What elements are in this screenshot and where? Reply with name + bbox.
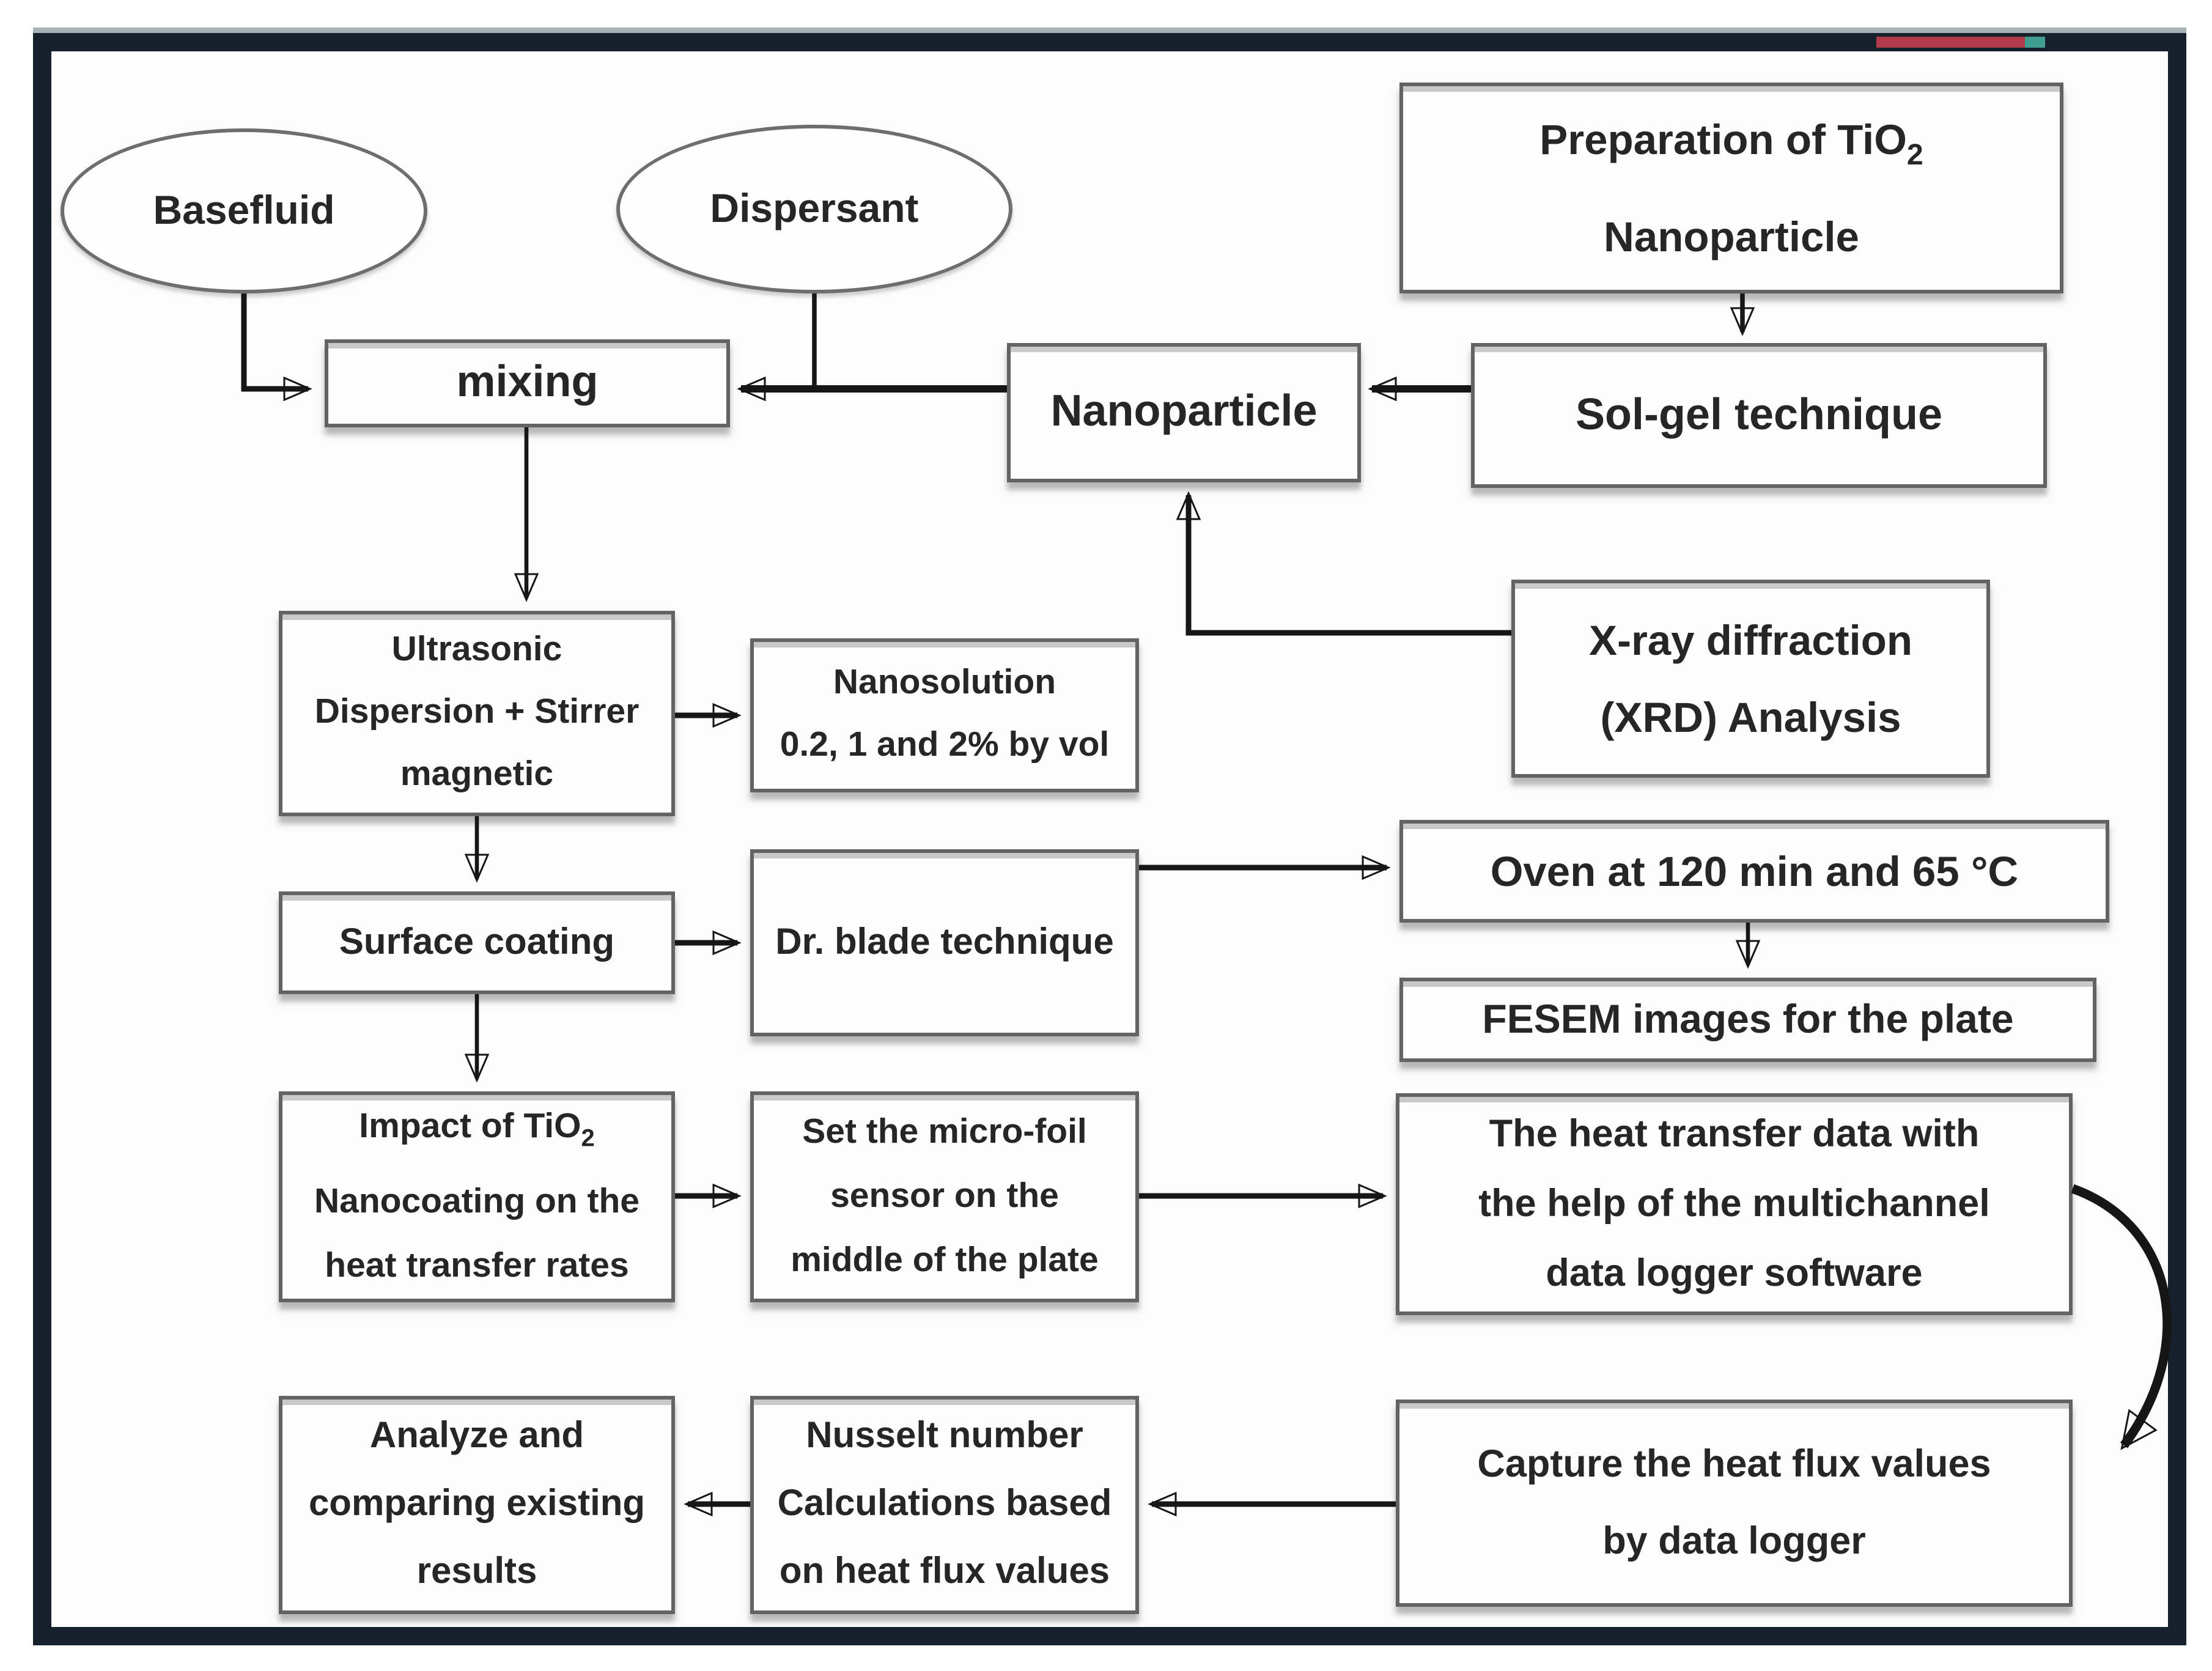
node-label-line: X-ray diffraction [1588,616,1913,664]
node-label-line: results [416,1552,537,1592]
basefluid-ellipse-node: Basefluid [61,128,427,293]
node-label: Preparation of TiO2 Nanoparticle [1403,100,2060,277]
node-label: Analyze and comparing existing results [282,1403,671,1607]
node-label-line: Preparation of TiO2 [1539,116,1923,172]
node-label-line: The heat transfer data with [1489,1112,1980,1155]
node-label-line: 0.2, 1 and 2% by vol [780,726,1110,765]
node-label-line: Nusselt number [806,1416,1083,1456]
node-label-line: sensor on the [830,1178,1059,1216]
node-label: Set the micro-foil sensor on the middle … [754,1101,1135,1293]
ultrasonic-dispersion-node: Ultrasonic Dispersion + Stirrer magnetic [279,611,675,816]
node-label-line: Dispersion + Stirrer [314,693,640,732]
node-label-line: Impact of TiO2 [359,1108,595,1152]
dispersant-ellipse-node: Dispersant [616,125,1012,293]
impact-of-tio2-node: Impact of TiO2 Nanocoating on the heat t… [279,1091,675,1302]
node-label: FESEM images for the plate [1482,996,2014,1042]
node-label: Nusselt number Calculations based on hea… [754,1403,1135,1607]
node-label-line: Calculations based [777,1484,1112,1524]
node-label: Dispersant [710,185,919,231]
node-label: Surface coating [339,921,615,962]
nusselt-calculations-node: Nusselt number Calculations based on hea… [750,1396,1139,1614]
node-label: Ultrasonic Dispersion + Stirrer magnetic [282,620,671,807]
node-label-line: the help of the multichannel [1478,1182,1990,1225]
top-border-teal-accent [2025,37,2045,48]
node-label-line: magnetic [400,756,554,794]
node-label-line: (XRD) Analysis [1600,693,1901,741]
capture-heat-flux-node: Capture the heat flux values by data log… [1396,1400,2073,1607]
subscript-2: 2 [1906,139,1923,172]
node-label: Nanoparticle [1050,387,1318,437]
dr-blade-technique-node: Dr. blade technique [750,849,1139,1036]
node-label-line: Ultrasonic [391,631,562,670]
node-label-line: Nanosolution [833,664,1056,703]
node-label-line: middle of the plate [791,1242,1099,1280]
analyze-compare-node: Analyze and comparing existing results [279,1396,675,1614]
xrd-analysis-node: X-ray diffraction (XRD) Analysis [1511,580,1990,778]
set-microfoil-sensor-node: Set the micro-foil sensor on the middle … [750,1091,1139,1302]
node-label-line: by data logger [1602,1519,1866,1562]
subscript-2: 2 [581,1124,595,1152]
surface-coating-node: Surface coating [279,891,675,994]
fesem-images-node: FESEM images for the plate [1399,978,2096,1062]
node-label-line: Nanoparticle [1603,212,1859,260]
nanoparticle-node: Nanoparticle [1007,343,1361,482]
node-label-line: on heat flux values [779,1552,1110,1592]
node-label-line: Capture the heat flux values [1477,1442,1991,1485]
node-label: Nanosolution 0.2, 1 and 2% by vol [754,653,1135,778]
nanosolution-node: Nanosolution 0.2, 1 and 2% by vol [750,638,1139,792]
node-label: Basefluid [153,187,335,233]
node-label-line: comparing existing [308,1484,646,1524]
node-label-line: Nanocoating on the [314,1182,640,1222]
oven-node: Oven at 120 min and 65 °C [1399,820,2109,923]
heat-transfer-data-node: The heat transfer data with the help of … [1396,1093,2073,1315]
node-label: Impact of TiO2 Nanocoating on the heat t… [282,1095,671,1298]
node-label-line: Set the micro-foil [802,1113,1087,1152]
node-label: The heat transfer data with the help of … [1399,1100,2069,1309]
node-label: Oven at 120 min and 65 °C [1490,846,2019,895]
mixing-node: mixing [325,339,730,427]
node-label: Dr. blade technique [775,921,1114,962]
top-border-red-accent [1876,37,2025,48]
node-label: Sol-gel technique [1575,389,1942,440]
node-label-line: data logger software [1546,1252,1923,1294]
node-label-line: Analyze and [369,1416,584,1456]
preparation-tio2-node: Preparation of TiO2 Nanoparticle [1399,83,2063,293]
sol-gel-technique-node: Sol-gel technique [1471,343,2047,488]
node-label: Capture the heat flux values by data log… [1399,1426,2069,1581]
node-label-line: heat transfer rates [325,1247,629,1286]
node-label: mixing [456,358,599,407]
node-label: X-ray diffraction (XRD) Analysis [1515,602,1986,756]
